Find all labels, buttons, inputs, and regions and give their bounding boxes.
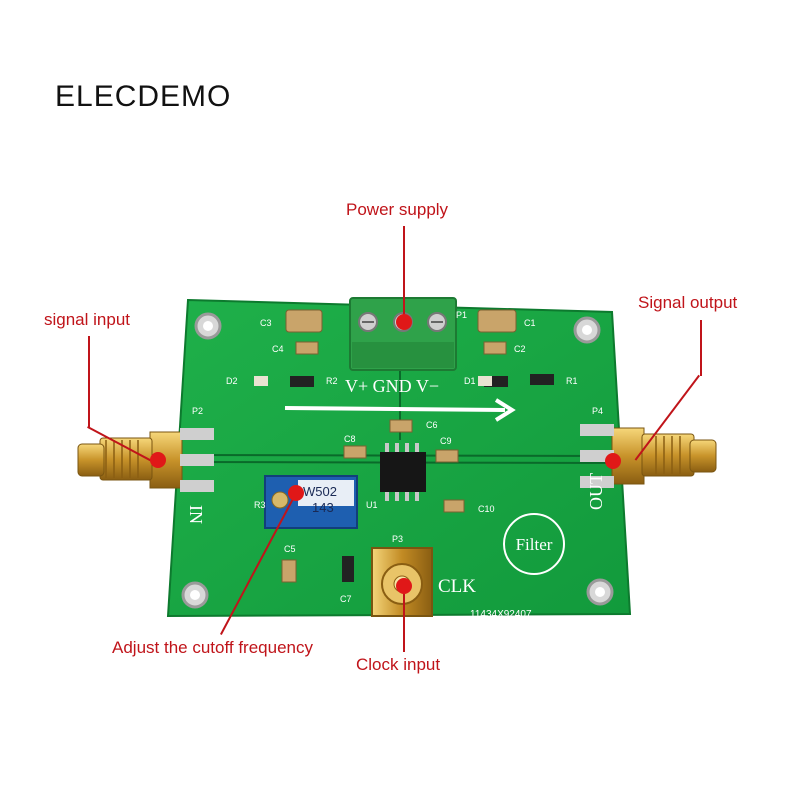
mounting-holes	[181, 312, 614, 609]
ref-c6: C6	[426, 420, 438, 430]
ref-p1: P1	[456, 310, 467, 320]
terminal-label: V+ GND V−	[345, 376, 439, 396]
marker-signal-input	[150, 452, 166, 468]
ref-d1: D1	[464, 376, 476, 386]
ref-p2: P2	[192, 406, 203, 416]
ref-p4: P4	[592, 406, 603, 416]
ic-u1	[380, 443, 426, 501]
filter-text: Filter	[516, 535, 553, 554]
callout-signal-input: signal input	[44, 310, 131, 329]
serial-number: 11434X92407	[470, 609, 532, 620]
clk-label: CLK	[438, 576, 476, 597]
leader-signal-output-v	[700, 320, 702, 376]
callout-clock-input: Clock input	[356, 655, 441, 674]
leader-clock-input	[403, 592, 405, 652]
ref-u1: U1	[366, 500, 378, 510]
ref-r3: R3	[254, 500, 266, 510]
ref-r2: R2	[326, 376, 338, 386]
leader-signal-input-v	[88, 336, 90, 428]
ref-r1: R1	[566, 376, 578, 386]
marker-power-supply	[396, 314, 412, 330]
pot-marking-bottom: 143	[312, 500, 334, 515]
ref-c9: C9	[440, 436, 452, 446]
marker-signal-output	[605, 453, 621, 469]
marker-cutoff	[288, 485, 304, 501]
ref-c7: C7	[340, 594, 352, 604]
callout-power-supply: Power supply	[346, 200, 449, 219]
out-label: OUT	[586, 473, 606, 510]
smd-capacitors	[281, 309, 517, 583]
ref-c5: C5	[284, 544, 296, 554]
leader-power-supply	[403, 226, 405, 320]
ref-c3: C3	[260, 318, 272, 328]
signal-flow-arrow	[284, 398, 516, 422]
smd-resistors	[254, 374, 554, 582]
ref-c8: C8	[344, 434, 356, 444]
callout-cutoff: Adjust the cutoff frequency	[112, 638, 313, 657]
ref-c4: C4	[272, 344, 284, 354]
brand-title: ELECDEMO	[55, 80, 232, 113]
ref-d2: D2	[226, 376, 238, 386]
ref-c1: C1	[524, 318, 536, 328]
pot-marking-top: W502	[303, 484, 337, 499]
filter-circle	[503, 513, 565, 575]
callout-signal-output: Signal output	[638, 293, 738, 312]
sma-input-connector	[77, 428, 214, 492]
sma-output-connector	[580, 424, 717, 488]
ref-c2: C2	[514, 344, 526, 354]
marker-clock-input	[396, 578, 412, 594]
ref-c10: C10	[478, 504, 495, 514]
in-label: IN	[186, 505, 206, 524]
ref-p3: P3	[392, 534, 403, 544]
